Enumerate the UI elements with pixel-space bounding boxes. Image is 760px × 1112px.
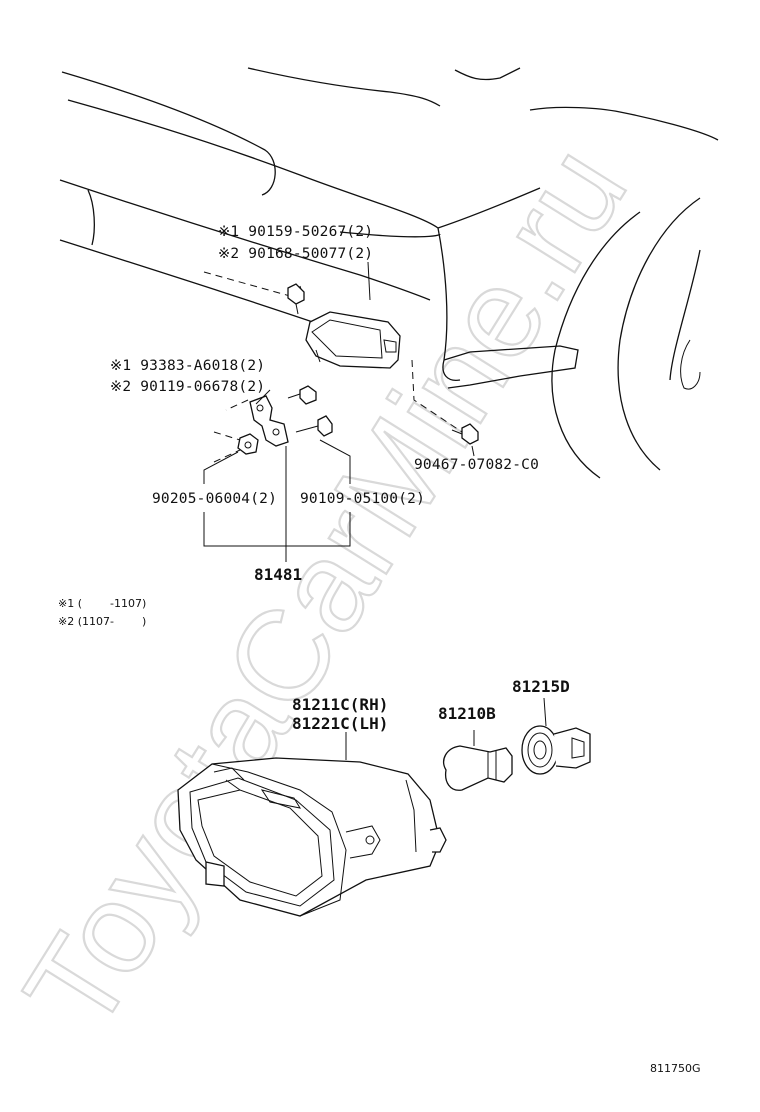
fog-lamp-exploded xyxy=(177,757,447,917)
bumper-outline xyxy=(59,67,719,479)
label-bolt-2: ※2 90168-50077(2) xyxy=(218,246,373,262)
label-bulb: 81210B xyxy=(438,704,496,723)
label-screw-2: ※2 90119-06678(2) xyxy=(110,379,265,395)
upper-leader-lines xyxy=(203,261,475,562)
watermark-text: ToyotaCarMine.ru xyxy=(0,122,654,1054)
label-washer: 90205-06004(2) xyxy=(152,491,277,507)
label-lamp-lh: 81221C(LH) xyxy=(292,714,388,733)
label-bolt-1: ※1 90159-50267(2) xyxy=(218,224,373,240)
note-1: ※1 ( -1107) xyxy=(58,597,146,610)
label-screw-1: ※1 93383-A6018(2) xyxy=(110,358,265,374)
note-2: ※2 (1107- ) xyxy=(58,615,146,628)
label-lamp-rh: 81211C(RH) xyxy=(292,695,388,714)
label-clip: 90467-07082-C0 xyxy=(414,457,539,473)
bracket-81481 xyxy=(213,395,289,463)
mounting-bolts xyxy=(287,283,479,445)
bulb-81210b xyxy=(443,730,513,791)
diagram-code: 811750G xyxy=(650,1062,701,1075)
socket-81215d xyxy=(521,697,591,775)
label-bolt-bracket: 90109-05100(2) xyxy=(300,491,425,507)
installed-fog-lamp xyxy=(305,311,401,369)
label-socket: 81215D xyxy=(512,677,570,696)
label-bracket-assy: 81481 xyxy=(254,565,302,584)
